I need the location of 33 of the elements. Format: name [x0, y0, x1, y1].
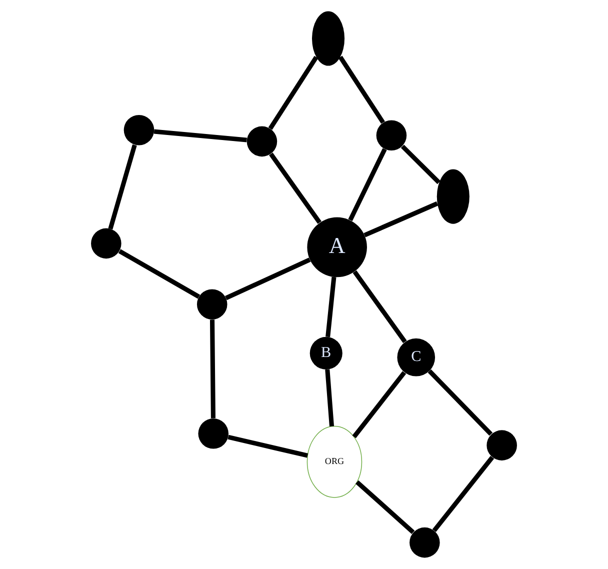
node-ellipse [312, 11, 345, 66]
connector [364, 201, 438, 238]
connector [108, 144, 137, 230]
connector [118, 249, 200, 299]
connector [269, 152, 322, 224]
node-circle [486, 430, 517, 460]
node-circle [198, 418, 228, 449]
connector [325, 369, 334, 427]
connector [210, 320, 216, 418]
connector [432, 456, 494, 532]
connector [154, 129, 247, 142]
connector [338, 56, 385, 124]
connector [348, 148, 387, 222]
connector [356, 480, 415, 534]
connector [352, 371, 406, 438]
node-circle [246, 126, 278, 157]
connector [268, 56, 318, 130]
node-ellipse [436, 169, 470, 224]
node-circle [410, 527, 440, 558]
node-circle [124, 114, 154, 146]
connector [326, 276, 336, 338]
node-circle: C [397, 338, 436, 376]
connector [225, 258, 311, 300]
connector [352, 270, 407, 344]
connector [428, 369, 493, 436]
node-circle [196, 289, 228, 320]
node-circle [91, 228, 122, 259]
connector [400, 144, 441, 184]
node-circle: A [307, 217, 367, 278]
node-ellipse: ORG [306, 426, 362, 498]
node-circle: B [310, 336, 342, 370]
node-circle [376, 120, 407, 151]
connector [228, 434, 308, 458]
